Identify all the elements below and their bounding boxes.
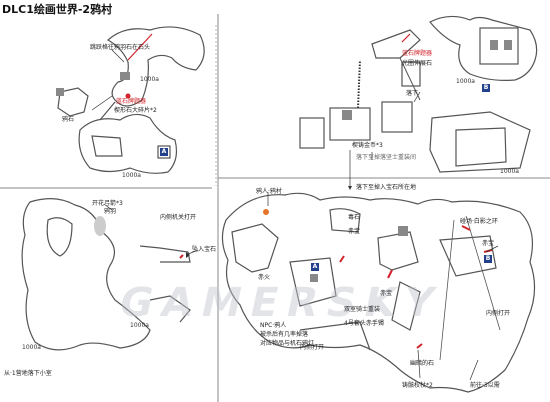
label-sunstone-frag: 楔形石大碎片*2 — [114, 107, 157, 114]
crow-stone-block — [56, 88, 64, 96]
map-title: DLC1绘画世界-2鸦村 — [2, 3, 113, 16]
marker-b-se: B — [484, 255, 492, 263]
label-poison-stone: 毒石 — [348, 214, 361, 221]
scale-sw-2: 1000a — [22, 344, 41, 351]
label-open-bow: 开花弓箭*3 — [92, 200, 123, 207]
village-north — [299, 15, 538, 173]
leader-lines — [91, 49, 499, 381]
label-ring-stone: 光圈伸展石 — [402, 60, 433, 67]
label-crow-stone: 鸦石 — [62, 116, 75, 123]
scale-nw-2: 1000a — [122, 172, 141, 179]
label-sunstone-ne: 蓝石牌题器 — [402, 50, 433, 57]
label-nw-iron: 碰场·白影之环 — [460, 218, 498, 225]
label-npc: NPC·鸦人 — [260, 322, 287, 329]
sunstone-marker-nw — [125, 93, 131, 99]
label-jump-to-stone: 跳跃格往鸦羽石在石头 — [90, 44, 151, 51]
label-dark-stone: 幽暗的石 — [410, 360, 435, 367]
label-crow-feather: 鸦羽 — [104, 208, 117, 215]
scale-ne-1: 1000a — [456, 78, 475, 85]
label-fall-gem: 坠入宝石 — [192, 246, 217, 253]
label-red-gem-b: 赤宝 — [348, 228, 361, 235]
label-internal-open-2: 内侧打开 — [486, 310, 511, 317]
label-sw-note: 从·1营地落下小室 — [4, 370, 52, 377]
label-sunstone: 蓝石牌题器 — [116, 98, 147, 105]
cave-sw — [21, 198, 191, 351]
label-gem: 赤宝 — [380, 290, 393, 297]
watermark: GAMERSKY — [115, 280, 448, 326]
label-internal-open: 内侧机关打开 — [160, 214, 197, 221]
marker-b-ne: B — [482, 84, 490, 92]
label-fall-gray: 落下至掉落坚士重装间 — [356, 154, 417, 161]
label-gold-coin: 楔铸金币*3 — [352, 142, 383, 149]
label-internal-gate: 内侧打开 — [300, 344, 325, 351]
label-drop-down: 落下 — [406, 90, 419, 97]
scale-sw-1: 1000a — [130, 322, 149, 329]
label-right-gem: 赤宝 — [482, 240, 495, 247]
label-fourth-tower: 4号套头赤手镯 — [344, 320, 384, 327]
crowman-marker — [263, 209, 269, 215]
label-npc-3: 对应物品与机石鸦灯 — [260, 340, 315, 347]
label-red-gem: 赤火 — [258, 274, 271, 281]
label-npc-2: 被杀后有几率掉落 — [260, 331, 309, 338]
label-heavy-armor: 双室骑士重装 — [344, 306, 381, 313]
scale-nw-1: 1000a — [140, 76, 159, 83]
label-cast-wand: 铸骸权杖*2 — [402, 382, 433, 389]
label-crowman: 鸦人·鸦村 — [256, 188, 282, 195]
marker-a-se: A — [311, 263, 319, 271]
label-go-to: 前往·3以需 — [470, 382, 500, 389]
scale-ne-2: 1000a — [500, 168, 519, 175]
label-fall-clubstone: 落下至掉入宝石所在地 — [356, 184, 417, 191]
marker-a-nw: A — [160, 148, 168, 156]
